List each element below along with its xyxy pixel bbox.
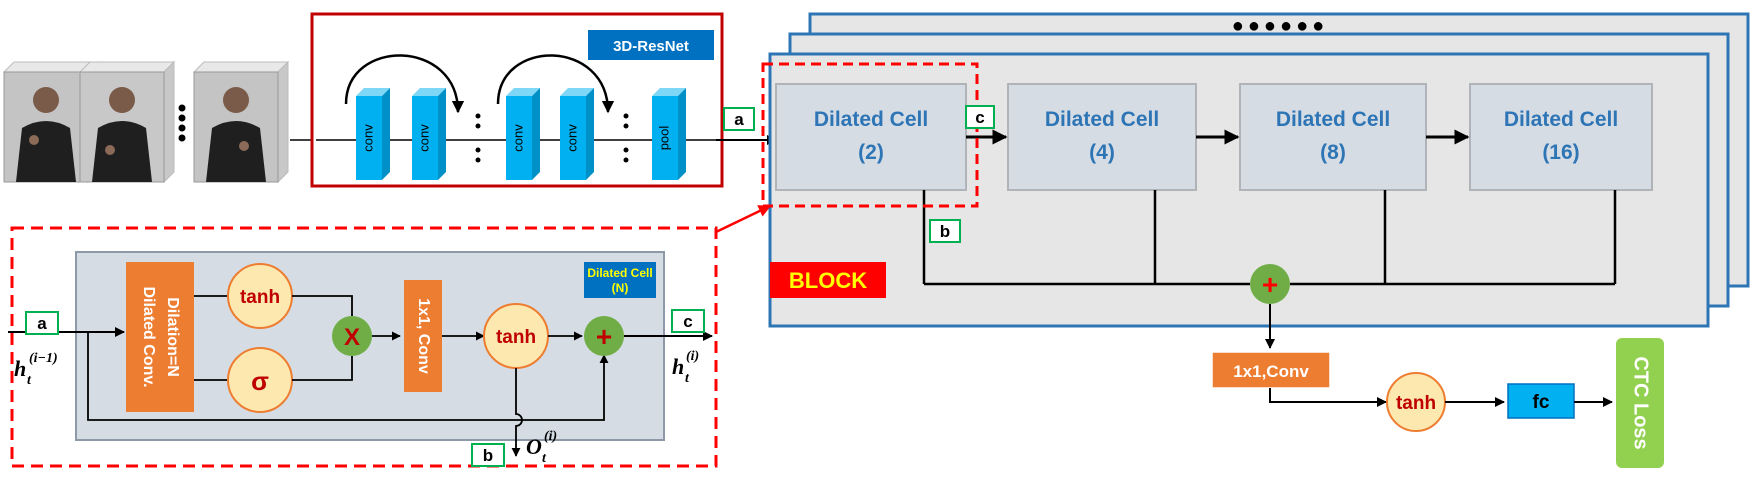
cell-name: Dilated Cell [1045,108,1159,131]
resnet-layer-label: conv [416,124,431,152]
block-skip-lines [922,190,1617,286]
cell-rate: (8) [1320,141,1346,164]
svg-text:(i−1): (i−1) [29,351,58,366]
detail-sigma-node: σ [227,347,293,413]
svg-text:CTC Loss: CTC Loss [1630,356,1652,449]
dilated-cell-2: Dilated Cell (4) [1007,83,1197,191]
svg-text:c: c [683,312,692,331]
detail-dilated-conv-box: Dilated Conv. Dilation=N [126,262,194,412]
svg-text:O: O [526,434,542,459]
marker-c-detail: c [671,309,705,333]
svg-text:1x1,Conv: 1x1,Conv [1233,362,1309,381]
resnet-ellipsis-2 [623,113,629,163]
detail-title-badge: Dilated Cell (N) [584,262,656,298]
svg-text:tanh: tanh [240,287,280,308]
resnet-layer-label: conv [360,124,375,152]
label-h-input: h t (i−1) [14,351,58,388]
svg-text:Dilation=N: Dilation=N [164,297,181,377]
block-label: BLOCK [770,262,886,298]
cell-name: Dilated Cell [1504,108,1618,131]
resnet-layer-5: pool [652,88,686,180]
sigma-to-multiply-line [292,356,353,381]
head-ctc-loss: CTC Loss [1616,338,1664,468]
cell-rate: (4) [1089,141,1115,164]
head-fc-box: fc [1507,383,1575,419]
dilated-cell-4: Dilated Cell (16) [1469,83,1653,191]
svg-text:+: + [596,321,612,352]
svg-text:t: t [27,373,32,388]
cell-name: Dilated Cell [1276,108,1390,131]
cell-rate: (2) [858,141,884,164]
label-o-skip: O t (i) [526,429,557,466]
label-h-output: h t (i) [672,349,699,386]
detail-conv1x1-box: 1x1, Conv [404,280,442,392]
detail-tanh2-node: tanh [483,303,549,369]
svg-text:b: b [483,446,493,465]
marker-a-detail: a [25,311,59,335]
svg-text:h: h [672,354,684,379]
cell1-highlight-dashed [761,62,979,208]
detail-zoom-arrow [715,204,772,234]
detail-plus-node: + [584,316,624,356]
svg-text:t: t [542,451,547,466]
marker-a-top: a [723,107,755,131]
svg-text:a: a [37,314,47,333]
dilated-cell-1: Dilated Cell (2) [775,83,967,191]
tanh-to-multiply-line [292,295,353,316]
svg-text:b: b [940,222,950,241]
svg-text:tanh: tanh [1396,393,1436,414]
video-frame-2 [78,60,176,184]
marker-b-top: b [929,219,961,243]
marker-b-detail: b [471,443,505,467]
resnet-layer-label: conv [510,124,525,152]
head-tanh-node: tanh [1386,372,1446,432]
cell-rate: (16) [1542,141,1579,164]
resnet-skip-arc-1 [344,54,465,114]
detail-skip-output-arrow [511,368,523,457]
detail-multiply-node: X [332,316,372,356]
resnet-layer-4: conv [560,88,594,180]
svg-text:c: c [975,108,984,127]
resnet-title: 3D-ResNet [613,38,689,55]
svg-text:σ: σ [251,366,269,396]
resnet-module: 3D-ResNet conv conv conv [310,12,724,188]
video-frame-3 [192,60,290,184]
block-sum-node: + [1250,264,1290,304]
svg-text:(i): (i) [686,349,699,364]
resnet-layer-3: conv [506,88,540,180]
detail-residual-path [87,332,609,421]
svg-text:h: h [14,356,26,381]
input-video-frames [2,60,290,184]
resnet-skip-arc-2 [496,54,615,114]
resnet-ellipsis-1 [475,113,481,163]
block-stack-dots: ●●●●●● [1232,15,1328,37]
svg-text:1x1, Conv: 1x1, Conv [415,298,432,374]
resnet-layer-1: conv [356,88,390,180]
resnet-layer-label: conv [564,124,579,152]
dilated-cell-3: Dilated Cell (8) [1239,83,1427,191]
svg-text:Dilated Cell: Dilated Cell [587,266,652,280]
conv-to-tanh-arrow [1269,388,1387,407]
svg-text:t: t [685,371,690,386]
svg-text:fc: fc [1533,392,1550,413]
svg-text:(i): (i) [544,429,557,444]
ellipsis-frames [178,104,186,142]
svg-text:+: + [1262,269,1278,300]
detail-tanh-node: tanh [227,263,293,329]
svg-text:(N): (N) [612,281,629,295]
svg-text:BLOCK: BLOCK [789,268,867,293]
svg-text:tanh: tanh [496,327,536,348]
resnet-layer-label: pool [656,126,671,151]
marker-c-top: c [965,105,995,129]
resnet-badge [588,30,714,60]
cell-name: Dilated Cell [814,108,928,131]
svg-text:Dilated Conv.: Dilated Conv. [140,286,157,387]
svg-text:X: X [344,324,360,351]
resnet-layer-2: conv [412,88,446,180]
svg-text:a: a [734,110,744,129]
head-conv-box: 1x1,Conv [1211,351,1331,389]
